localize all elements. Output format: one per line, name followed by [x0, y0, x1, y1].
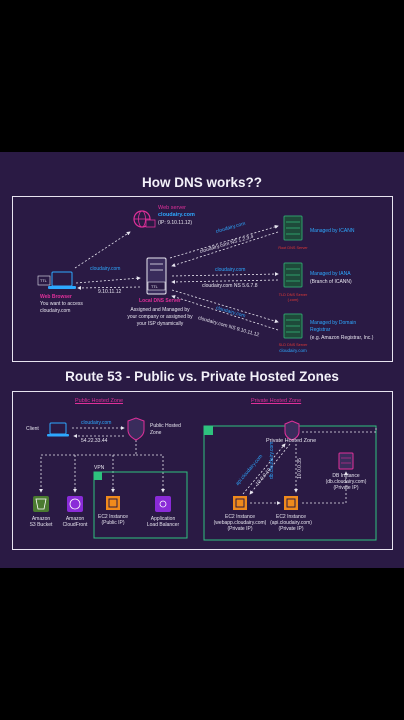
ec2-webapp-label-3: (Private IP): [227, 526, 253, 532]
tld-query-label: cloudairy.com: [215, 267, 246, 273]
tld-ns-label: cloudairy.com NS 5.6.7.8: [202, 283, 258, 289]
tld-managed-label: Managed by IANA: [310, 271, 351, 277]
web-server-ip: (IP: 9.10.11.12): [158, 220, 193, 226]
ec2-api-label-2: (api.cloudairy.com): [270, 520, 312, 526]
client-laptop-icon: [47, 422, 69, 437]
web-server-domain: cloudairy.com: [158, 212, 195, 218]
zone-edge-line: [302, 426, 377, 433]
sld-managed-sub: (e.g. Amazon Registrar, Inc.): [310, 335, 374, 341]
ec2-webapp-icon: [233, 496, 247, 510]
api-to-db-arrow: [302, 471, 348, 504]
root-response-arrow: [171, 231, 279, 267]
webapp-api-query-arrow: [242, 443, 286, 495]
sld-managed-label-1: Managed by Domain: [310, 320, 357, 326]
ec2-api-icon: [284, 496, 298, 510]
sld-managed-label-2: Registrar: [310, 327, 331, 333]
root-query-arrow: [169, 224, 279, 259]
db-label-2: (db.cloudairy.com): [325, 479, 367, 485]
local-dns-desc-1: Assigned and Managed by: [130, 307, 190, 313]
alb-icon: [155, 496, 171, 512]
tld-dns-server-icon: [283, 262, 303, 288]
cloudfront-icon: [67, 496, 83, 512]
client-ip-label: 54.22.33.44: [81, 438, 108, 444]
client-label: Client: [26, 426, 39, 432]
tld-server-label-2: (.com): [287, 298, 299, 302]
private-hosted-zone-label: Private Hosted Zone: [266, 438, 317, 444]
local-dns-server-icon: [146, 257, 167, 295]
web-browser-desc-1: You want to access: [40, 301, 83, 307]
local-dns-desc-3: your ISP dynamically: [136, 321, 184, 327]
route-to-s3: [39, 440, 137, 493]
db-label-1: DB Instance: [332, 473, 360, 479]
root-managed-label: Managed by ICANN: [310, 228, 355, 234]
cloudfront-label-2: CloudFront: [62, 522, 88, 528]
db-query-label: db.cloudairy.com: [269, 441, 275, 479]
browser-query-label: cloudairy.com: [90, 266, 121, 272]
tld-server-label: TLD DNS Server: [278, 293, 308, 297]
browser-to-webserver-arrow: [74, 231, 131, 269]
local-dns-title: Local DNS Server: [139, 298, 181, 304]
public-hosted-zone-icon: [127, 417, 145, 441]
db-ip-label: 10.0.0.35: [297, 458, 303, 479]
ip-arrow-label: 9.10.11.12: [98, 289, 122, 295]
ec2-api-label-1: EC2 Instance: [275, 514, 307, 520]
web-browser-desc-2: cloudairy.com: [40, 308, 71, 314]
web-server-globe-icon: [133, 210, 156, 228]
how-dns-works-title: How DNS works??: [141, 175, 262, 190]
db-label-3: (Private IP): [333, 485, 359, 491]
vpn-box: [93, 471, 188, 539]
browser-to-localdns-arrow: [75, 276, 141, 284]
route-to-alb: [136, 454, 165, 493]
alb-label-1: Application: [150, 516, 176, 522]
sld-server-label: SLD DNS Server: [278, 343, 308, 347]
ip-return-arrow: [77, 285, 141, 290]
tld-managed-sub: (Branch of ICANN): [310, 279, 352, 285]
laptop-ttl-label: TTL: [40, 279, 47, 283]
alb-label-2: Load Balancer: [146, 522, 180, 528]
private-hosted-zone-icon: [284, 420, 300, 441]
ec2-webapp-label-1: EC2 Instance: [224, 514, 256, 520]
cloudfront-label-1: Amazon: [65, 516, 85, 522]
ec2-public-label-1: EC2 Instance: [97, 514, 129, 520]
ec2-public-label-2: (Public IP): [101, 520, 125, 526]
sld-query-arrow: [171, 289, 279, 323]
s3-label-2: S3 Bucket: [29, 522, 53, 528]
public-zone-title: Public Hosted Zone: [75, 398, 123, 404]
sld-server-domain: cloudairy.com: [279, 348, 307, 353]
dns-panel: [12, 196, 393, 362]
sld-response-arrow: [171, 295, 279, 331]
route53-title: Route 53 - Public vs. Private Hosted Zon…: [65, 369, 339, 384]
web-browser-laptop-icon: [37, 271, 76, 289]
root-server-label: Root DNS Server: [278, 246, 308, 250]
root-dns-server-icon: [283, 215, 303, 241]
api-ip-response-arrow: [249, 443, 291, 495]
client-query-label: cloudairy.com: [81, 420, 112, 426]
vpn-label: VPN: [94, 465, 105, 471]
public-hosted-zone-label-1: Public Hosted: [150, 423, 181, 429]
ec2-api-label-3: (Private IP): [278, 526, 304, 532]
web-server-title: Web server: [158, 205, 187, 211]
public-hosted-zone-label-2: Zone: [150, 430, 162, 436]
s3-bucket-icon: [33, 496, 49, 512]
ec2-webapp-label-2: (webapp.cloudairy.com): [213, 520, 267, 526]
web-browser-title: Web Browser: [40, 294, 72, 300]
private-zone-title: Private Hosted Zone: [251, 398, 302, 404]
db-instance-icon: [338, 452, 354, 470]
route53-panel: [12, 391, 393, 550]
ec2-public-icon: [106, 496, 120, 510]
s3-label-1: Amazon: [31, 516, 51, 522]
local-dns-desc-2: your company or assigned by: [127, 314, 193, 320]
tld-query-arrow: [171, 272, 279, 277]
sld-dns-server-icon: [283, 313, 303, 339]
tld-response-arrow: [171, 279, 279, 284]
local-ttl-label: TTL: [151, 285, 158, 289]
